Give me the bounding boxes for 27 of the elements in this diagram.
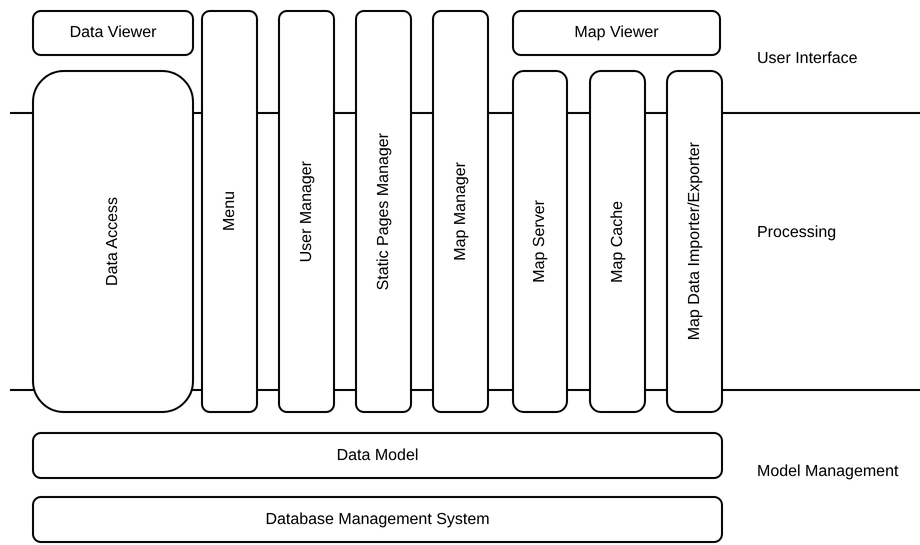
component-column <box>278 10 335 413</box>
component-label: Map Cache <box>608 200 626 282</box>
component-label: Data Model <box>336 446 418 464</box>
component-label: Map Server <box>531 200 549 283</box>
component-box <box>512 10 721 56</box>
layer-label: Model Management <box>757 463 900 482</box>
component-label: Menu <box>220 191 238 232</box>
component-label: Static Pages Manager <box>374 132 392 290</box>
component-column <box>355 10 412 413</box>
component-label: User Manager <box>298 160 316 262</box>
component-column <box>201 10 258 413</box>
component-label: Map Manager <box>452 162 470 261</box>
component-column <box>432 10 489 413</box>
component-label: Map Data Importer/Exporter <box>686 142 704 341</box>
component-label: Database Management System <box>265 510 490 528</box>
component-label: Data Access <box>104 197 122 286</box>
component-box <box>32 496 723 543</box>
component-column <box>32 70 194 413</box>
component-column <box>512 70 568 413</box>
layer-label: Processing <box>757 224 838 242</box>
component-column <box>589 70 646 413</box>
component-box <box>32 432 723 479</box>
component-column <box>666 70 723 413</box>
layer-label: User Interface <box>757 50 858 68</box>
component-label: Map Viewer <box>574 24 659 42</box>
component-label: Data Viewer <box>70 24 156 42</box>
component-box <box>32 10 194 56</box>
